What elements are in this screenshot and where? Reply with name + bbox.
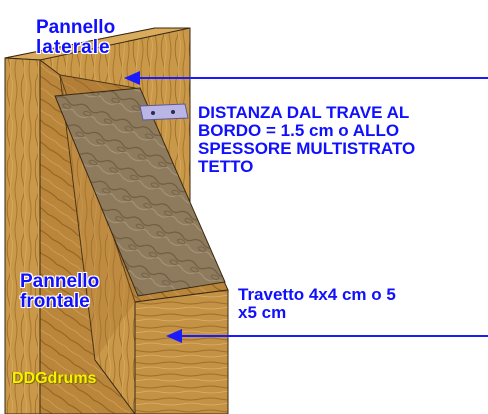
side-panel-label: Pannello laterale bbox=[36, 18, 115, 58]
front-panel-label-line-2: frontale bbox=[20, 291, 90, 312]
arrow-beam bbox=[166, 329, 488, 343]
front-panel bbox=[4, 57, 136, 414]
metal-bracket bbox=[139, 103, 189, 121]
plywood-top bbox=[54, 87, 226, 297]
beam-note: Travetto 4x4 cm o 5 x5 cm bbox=[238, 286, 396, 322]
distance-note: DISTANZA DAL TRAVE AL BORDO = 1.5 cm o A… bbox=[198, 104, 415, 176]
distance-note-line-3: SPESSORE MULTISTRATO bbox=[198, 139, 416, 158]
front-panel-label-line-1: Pannello bbox=[20, 271, 100, 292]
beam-note-line-1: Travetto 4x4 cm o 5 bbox=[238, 285, 396, 304]
watermark: DDGdrums bbox=[12, 370, 97, 387]
side-panel-label-line-1: Pannello bbox=[36, 17, 116, 38]
distance-note-line-4: TETTO bbox=[198, 157, 254, 176]
arrow-distance bbox=[124, 71, 488, 85]
front-panel-label: Pannello frontale bbox=[20, 272, 99, 312]
distance-note-line-1: DISTANZA DAL TRAVE AL bbox=[198, 103, 410, 122]
side-panel-label-line-2: laterale bbox=[36, 37, 111, 58]
beam-note-line-2: x5 cm bbox=[238, 303, 287, 322]
distance-note-line-2: BORDO = 1.5 cm o ALLO bbox=[198, 121, 400, 140]
